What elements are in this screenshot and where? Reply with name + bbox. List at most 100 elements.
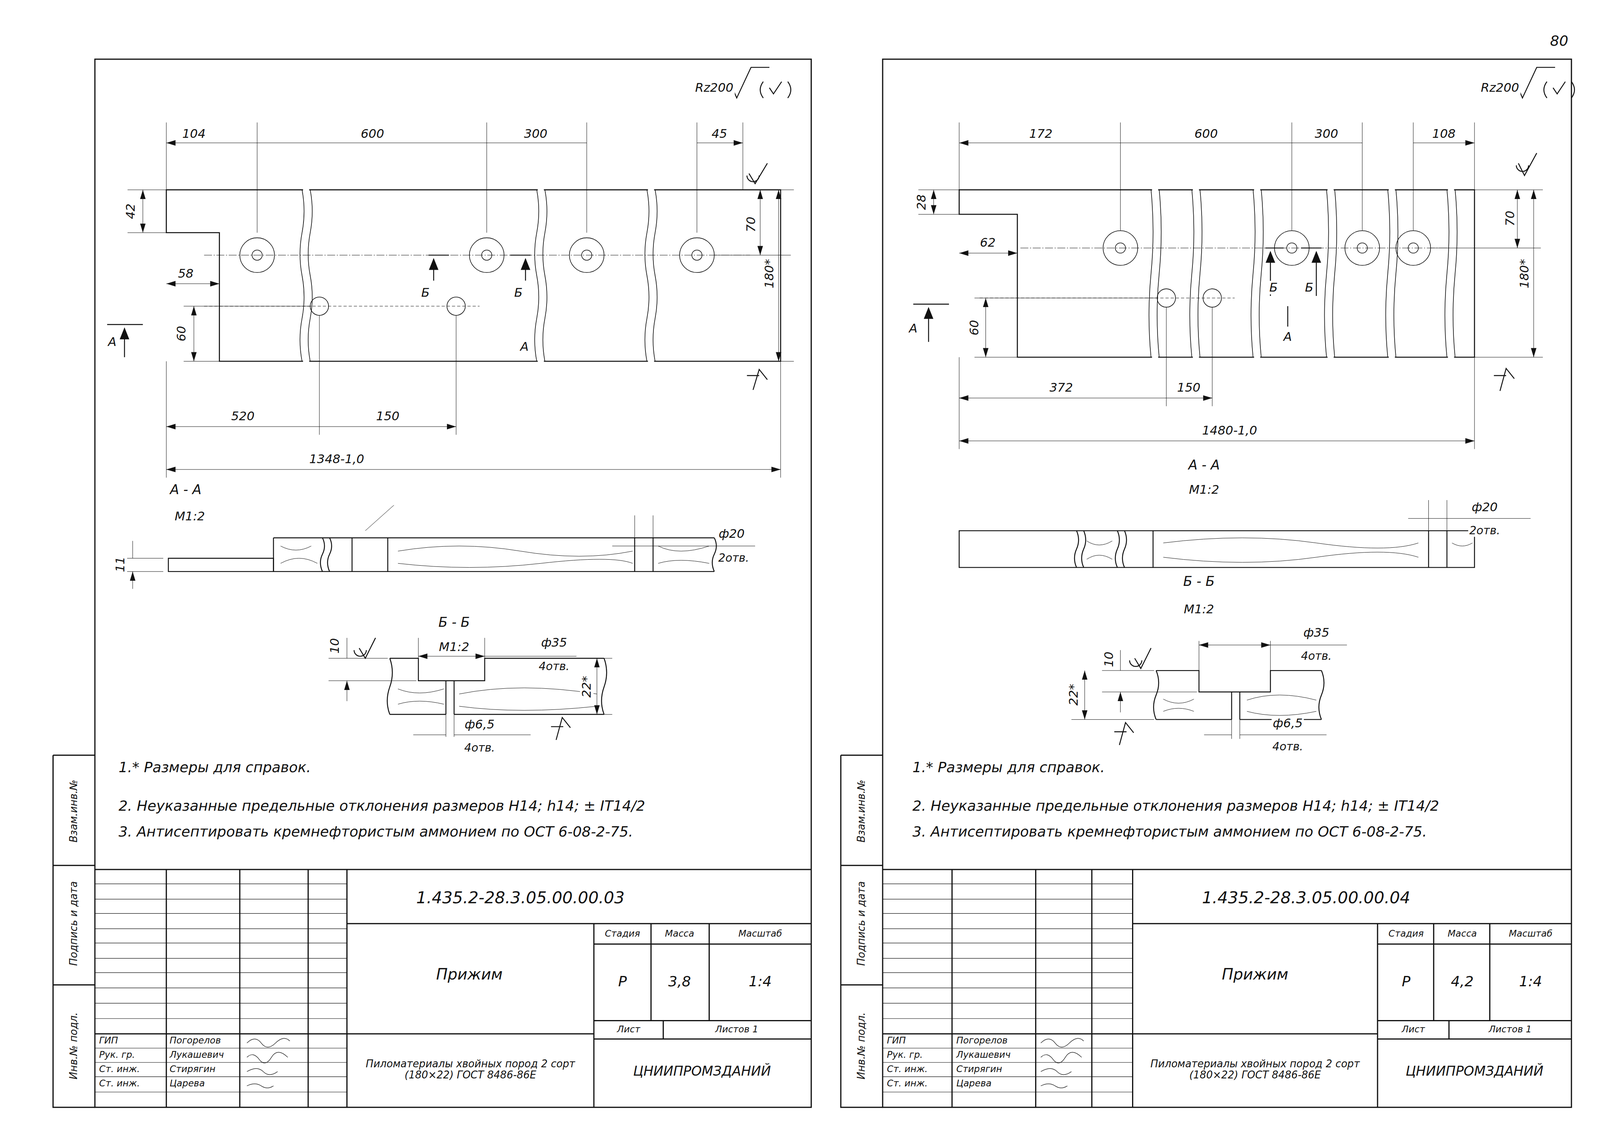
drawing-label: 62	[978, 235, 997, 250]
drawing-label: 22*	[579, 674, 594, 700]
drawing-label: 58	[176, 266, 195, 281]
drawing-label: ЦНИИПРОМЗДАНИЙ	[1404, 1064, 1545, 1079]
drawing-label: Б	[1267, 280, 1279, 295]
drawing-label: Масштаб	[737, 928, 784, 939]
drawing-label: 172	[1028, 127, 1054, 141]
drawing-label: М1:2	[437, 640, 471, 654]
drawing-label: Ст. инж.	[885, 1064, 930, 1075]
drawing-label: 372	[1048, 380, 1075, 395]
drawing-label: 11	[113, 555, 128, 574]
drawing-label: Б - Б	[437, 615, 472, 630]
drawing-label: ф6,5	[463, 717, 496, 732]
drawing-label: 60	[174, 324, 189, 343]
drawing-label: М1:2	[1187, 483, 1221, 497]
drawing-label: 1480-1,0	[1200, 423, 1258, 438]
drawing-label: 4отв.	[463, 741, 497, 754]
drawing-note: 2. Неуказанные предельные отклонения раз…	[117, 798, 647, 815]
drawing-note: 1.435.2-28.3.05.00.00.04	[1200, 888, 1412, 907]
drawing-note: Прижим	[434, 966, 504, 983]
drawing-label: Стирягин	[955, 1064, 1004, 1075]
drawing-label: 2отв.	[1468, 524, 1502, 537]
drawing-label: ГИП	[885, 1035, 908, 1046]
drawing-label: Rz200	[693, 81, 735, 95]
drawing-label: Взам.инв.№	[67, 778, 80, 844]
drawing-note: 3. Антисептировать кремнефтористым аммон…	[117, 823, 634, 840]
drawing-label: Подпись и дата	[855, 879, 867, 967]
drawing-label: Масса	[663, 928, 696, 939]
drawing-note: 4,2	[1449, 973, 1475, 990]
drawing-label: Инв.№ подл.	[67, 1011, 80, 1081]
drawing-label: А	[519, 340, 530, 354]
drawing-note: 1.435.2-28.3.05.00.00.03	[415, 888, 627, 907]
drawing-label: ф20	[717, 527, 746, 541]
drawing-label: 150	[374, 409, 401, 424]
drawing-label: Погорелов	[955, 1035, 1009, 1046]
drawing-label: Листов 1	[1487, 1024, 1533, 1035]
drawing-label: А	[908, 321, 919, 336]
drawing-label: Б	[512, 285, 524, 300]
drawing-label: А - А	[1187, 457, 1222, 473]
drawing-label: 4отв.	[1299, 649, 1333, 663]
drawing-label: 70	[744, 215, 758, 234]
drawing-label: 22*	[1066, 682, 1081, 708]
drawing-note: Р	[616, 973, 629, 990]
drawing-label: ф6,5	[1271, 716, 1304, 731]
drawing-label: А	[1282, 330, 1293, 344]
drawing-label: Ст. инж.	[885, 1078, 930, 1089]
drawing-label: 4отв.	[537, 660, 571, 673]
drawing-label: 42	[123, 202, 138, 221]
drawing-label: Rz200	[1479, 81, 1521, 95]
drawing-label: М1:2	[1182, 602, 1216, 617]
drawing-label: 70	[1503, 209, 1517, 228]
drawing-label: Листов 1	[714, 1024, 760, 1035]
drawing-label: ЦНИИПРОМЗДАНИЙ	[631, 1064, 773, 1079]
drawing-label: Царева	[168, 1078, 207, 1089]
drawing-label: 150	[1175, 380, 1202, 395]
drawing-label: Взам.инв.№	[855, 778, 867, 844]
drawing-note: 1.* Размеры для справок.	[911, 759, 1106, 776]
drawing-label: Пиломатериалы хвойных пород 2 сорт (180×…	[1136, 1058, 1374, 1081]
drawing-label: М1:2	[173, 509, 207, 524]
drawing-label: 60	[967, 318, 982, 337]
drawing-label: ф35	[1302, 626, 1331, 640]
drawing-label: Б	[420, 285, 431, 300]
drawing-label: 520	[229, 409, 256, 424]
drawing-label: 600	[1193, 127, 1220, 141]
drawing-label: Рук. гр.	[98, 1049, 137, 1060]
drawing-label: Масса	[1446, 928, 1479, 939]
drawing-label: 1348-1,0	[307, 452, 366, 466]
drawing-label: Стадия	[603, 928, 642, 939]
drawing-label: 2отв.	[716, 552, 750, 565]
drawing-label: Рук. гр.	[885, 1049, 924, 1060]
drawing-label: 104	[181, 127, 207, 141]
drawing-label: 28	[914, 193, 929, 211]
drawing-note: 3,8	[666, 973, 692, 990]
drawing-label: 180*	[762, 257, 777, 290]
drawing-label: ф20	[1470, 500, 1500, 515]
drawing-note: Прижим	[1220, 966, 1290, 983]
drawing-label: Б - Б	[1182, 574, 1216, 590]
drawing-label: Погорелов	[168, 1035, 223, 1046]
drawing-label: 600	[359, 127, 386, 141]
drawing-label: 10	[328, 636, 342, 655]
drawing-label: Подпись и дата	[67, 879, 80, 967]
drawing-note: 3. Антисептировать кремнефтористым аммон…	[911, 823, 1429, 840]
drawing-label: Лукашевич	[955, 1049, 1013, 1060]
drawing-note: 1:4	[1517, 973, 1544, 990]
drawing-label: 300	[1313, 127, 1340, 141]
drawing-label: Стирягин	[168, 1064, 217, 1075]
drawing-label: Ст. инж.	[98, 1078, 142, 1089]
drawing-note: Р	[1400, 973, 1412, 990]
drawing-label: Б	[1303, 280, 1315, 295]
drawing-label: Пиломатериалы хвойных пород 2 сорт (180×…	[351, 1058, 590, 1081]
drawing-label: Стадия	[1387, 928, 1426, 939]
drawing-label: ф35	[539, 635, 569, 650]
drawing-note: 1.* Размеры для справок.	[117, 759, 312, 776]
drawing-note: 1:4	[747, 973, 773, 990]
drawing-label: Ст. инж.	[98, 1064, 142, 1075]
drawing-label: Инв.№ подл.	[855, 1011, 867, 1081]
drawing-label: Масштаб	[1507, 928, 1554, 939]
drawing-label: А - А	[168, 482, 203, 498]
drawing-label: А	[106, 335, 118, 349]
